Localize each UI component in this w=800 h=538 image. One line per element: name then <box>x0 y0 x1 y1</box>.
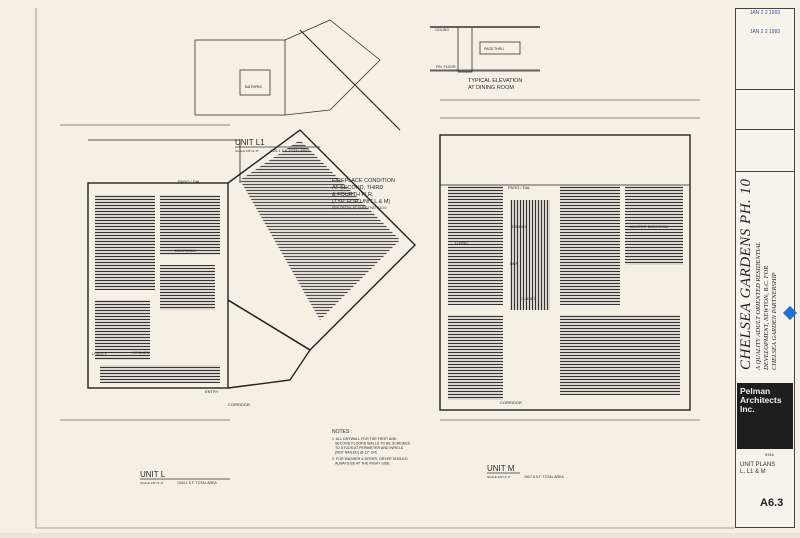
note-1-line-2: SECOND FLOORS WALLS TO BE SCREWED <box>335 442 411 446</box>
fireplace-note-2: AT SECOND, THIRD <box>332 185 383 191</box>
room-label-patio: PATIO / DAL <box>178 179 201 184</box>
unit-m-scale: SCALE 1/8"=1'-0" <box>487 475 511 479</box>
title-block-divider <box>736 129 794 130</box>
room-label-dining: DINING <box>512 224 526 229</box>
unit-m-plan <box>439 99 700 421</box>
elevation-pass-label: PASS THRU <box>484 47 504 51</box>
note-2-line-1: 2. FOR WASHER & DRYER, DRYER SHOULD <box>332 457 408 461</box>
unit-l1-name: UNIT L1 <box>235 138 265 147</box>
room-label-bedroom: BEDROOM <box>175 248 196 253</box>
firm-name-1: Pelman <box>740 386 771 396</box>
fireplace-note-5: SEE DETAIL AT SHEET NO. A10.0 <box>332 206 387 210</box>
title-block-divider <box>736 89 794 90</box>
fireplace-note-4: (TYP. FOR UNIT L & M) <box>332 199 390 205</box>
unit-m-name: UNIT M <box>487 464 515 473</box>
project-title-text: CHELSEA GARDENS PH. 10 <box>738 178 754 370</box>
note-2-line-2: ALWAYS BE AT THE RIGHT SIDE <box>335 462 390 466</box>
unit-l-plan <box>60 124 416 421</box>
title-block-divider <box>736 171 794 172</box>
project-subtitle-3: CHELSEA GARDEN PARTNERSHIP <box>771 272 778 370</box>
elevation-floor-label: FIN. FLOOR <box>436 65 456 69</box>
sheet-number: A6.3 <box>760 497 784 509</box>
unit-l1-partial-plan <box>194 19 401 131</box>
unit-l1-area: 1491.1 S.F. TOTAL AREA <box>270 149 310 153</box>
note-1-line-1: 1. ALL DRYWALL FOR THE FIRST AND <box>332 437 397 441</box>
fireplace-note-1: FIREPLACE CONDITION <box>332 178 395 184</box>
drawing-title: UNIT PLANS L, L1 & M <box>740 462 775 476</box>
room-label-entry: ENTRY <box>205 389 219 394</box>
project-subtitle-2: DEVELOPMENT, NEWTON, B.C. FOR <box>763 265 770 370</box>
firm-name-2: Architects <box>740 395 782 405</box>
project-number: 9316 <box>765 452 774 457</box>
elevation-ceiling-label: CEILING <box>435 28 449 32</box>
room-label-master: MASTER BEDROOM <box>630 224 668 229</box>
room-label-bath: BATHRM <box>245 84 262 89</box>
room-label-kitchen: KITCHEN <box>132 350 150 355</box>
unit-l-name: UNIT L <box>140 470 166 479</box>
room-label-living: LIVING <box>455 240 468 245</box>
room-label-den: DEN <box>510 261 519 266</box>
notes-heading: NOTES : <box>332 429 352 435</box>
room-label-closet: CLOSET <box>520 296 537 301</box>
elevation-title-1: TYPICAL ELEVATION <box>468 78 522 84</box>
unit-l-title: UNIT L SCALE 1/8"=1'-0" 1344.1 S.F. TOTA… <box>140 470 230 485</box>
stamp-date: JAN 2 2 1993 <box>749 29 781 35</box>
drawing-title-2: L, L1 & M <box>740 469 766 475</box>
unit-l1-title: UNIT L1 SCALE 1/8"=1'-0" 1491.1 S.F. TOT… <box>235 138 320 153</box>
fireplace-note-3: & FOURTH FLR. <box>332 192 374 198</box>
architect-logo: Pelman Architects Inc. <box>737 383 793 449</box>
project-subtitle-1: A QUALITY ADULT ORIENTED RESIDENTIAL <box>755 241 762 370</box>
note-1-line-4: (NOT NAILED) @ 12" O/C. <box>335 451 378 455</box>
unit-l1-scale: SCALE 1/8"=1'-0" <box>235 149 259 153</box>
unit-m-title: UNIT M SCALE 1/8"=1'-0" 1507.8 S.F. TOTA… <box>487 464 564 479</box>
room-label-corridor-l: CORRIDOR <box>228 402 250 407</box>
unit-m-area: 1507.8 S.F. TOTAL AREA <box>524 475 564 479</box>
firm-name-3: Inc. <box>740 404 755 414</box>
unit-l-scale: SCALE 1/8"=1'-0" <box>140 481 164 485</box>
stamp-date-top: JAN 2 2 1993 <box>749 10 781 16</box>
drawing-title-1: UNIT PLANS <box>740 462 776 468</box>
received-stamp: JAN 2 2 1993 JAN 2 2 1993 <box>738 11 792 35</box>
project-title: CHELSEA GARDENS PH. 10 A QUALITY ADULT O… <box>738 170 794 370</box>
elevation-title-2: AT DINING ROOM <box>468 85 514 91</box>
room-label-corridor: CORRIDOR <box>500 400 522 405</box>
room-label-patio-m: PATIO / DAL <box>508 185 531 190</box>
note-1-line-3: TO STUDS AT PERIMETER AND INFIELD <box>335 446 404 450</box>
unit-l-area: 1344.1 S.F. TOTAL AREA <box>177 481 217 485</box>
typical-elevation-detail <box>430 26 540 73</box>
room-label-utility: UTILITY <box>92 351 107 356</box>
